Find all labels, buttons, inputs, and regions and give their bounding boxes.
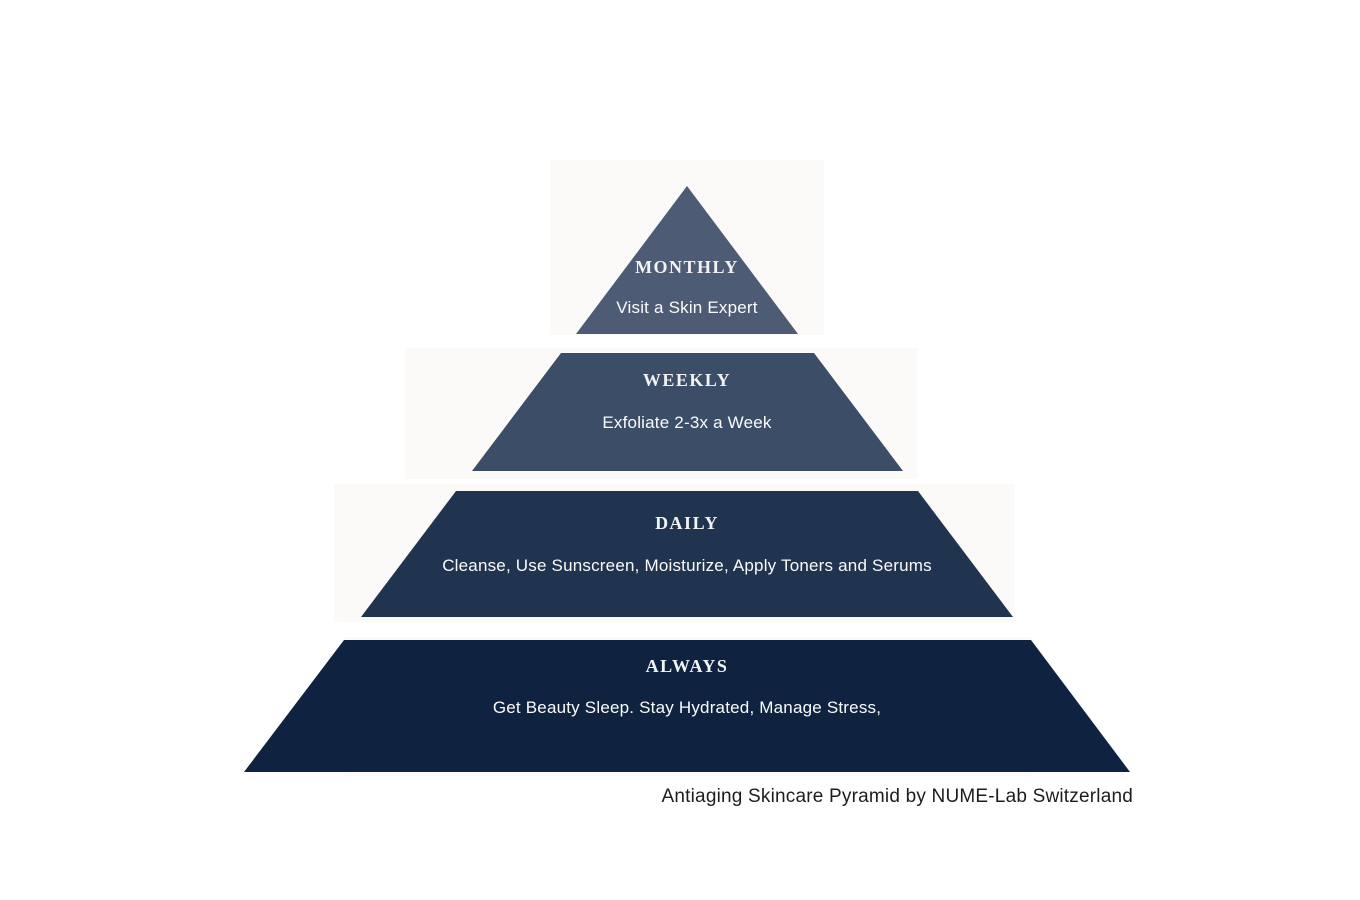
tier-shape-always — [244, 640, 1130, 772]
tier-shape-weekly — [472, 353, 903, 471]
tier-shape-monthly — [576, 186, 798, 334]
caption-text: Antiaging Skincare Pyramid by NUME-Lab S… — [661, 786, 1133, 807]
tier-shape-daily — [361, 491, 1013, 617]
